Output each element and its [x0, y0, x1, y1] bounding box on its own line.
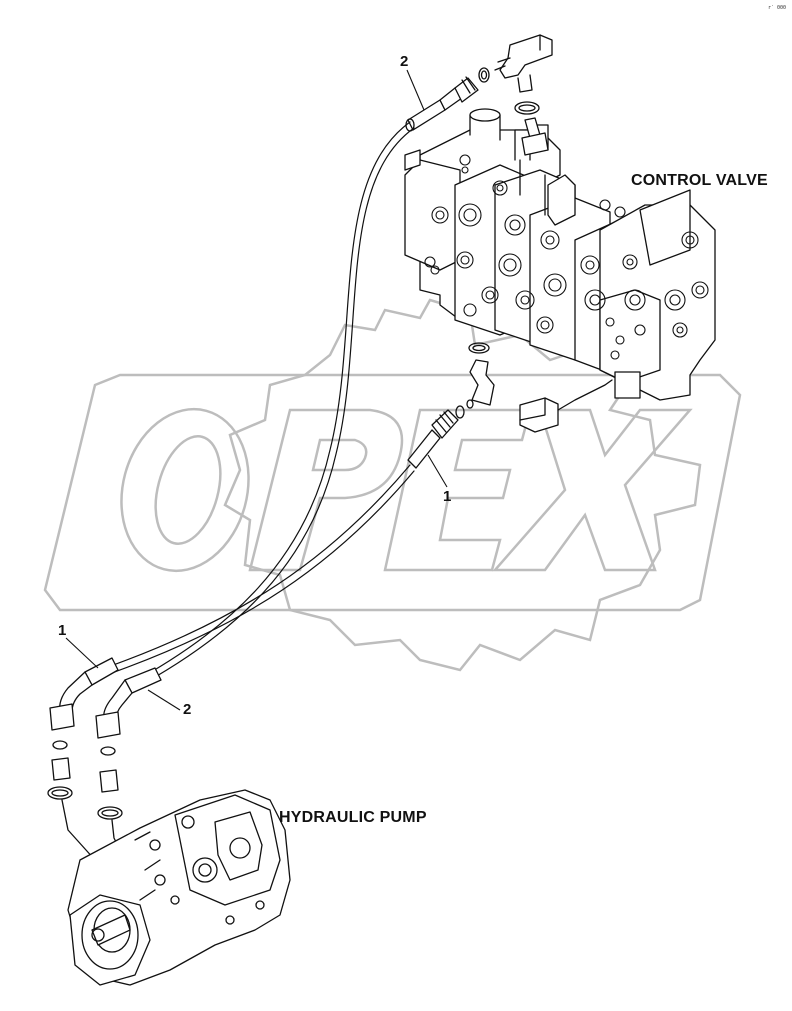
callout-1-bottom: 1 [58, 622, 67, 639]
hose-lines [104, 121, 415, 691]
control-valve-label: CONTROL VALVE [631, 172, 768, 189]
callout-1-middle: 1 [443, 488, 452, 505]
callout-2-bottom: 2 [183, 701, 192, 718]
corner-code: r′ 000 [768, 5, 787, 11]
tee-fitting [478, 34, 553, 115]
hose-1-valve-end [407, 342, 495, 469]
hydraulic-pump [67, 789, 291, 986]
hydraulic-pump-label: HYDRAULIC PUMP [279, 809, 427, 826]
pump-fittings [47, 657, 162, 861]
hose-2-top-end [405, 76, 479, 132]
top-connector [521, 117, 549, 156]
callout-2-top: 2 [400, 53, 409, 70]
watermark-logo [43, 298, 742, 672]
control-valve [404, 108, 716, 433]
line-art [47, 34, 716, 986]
